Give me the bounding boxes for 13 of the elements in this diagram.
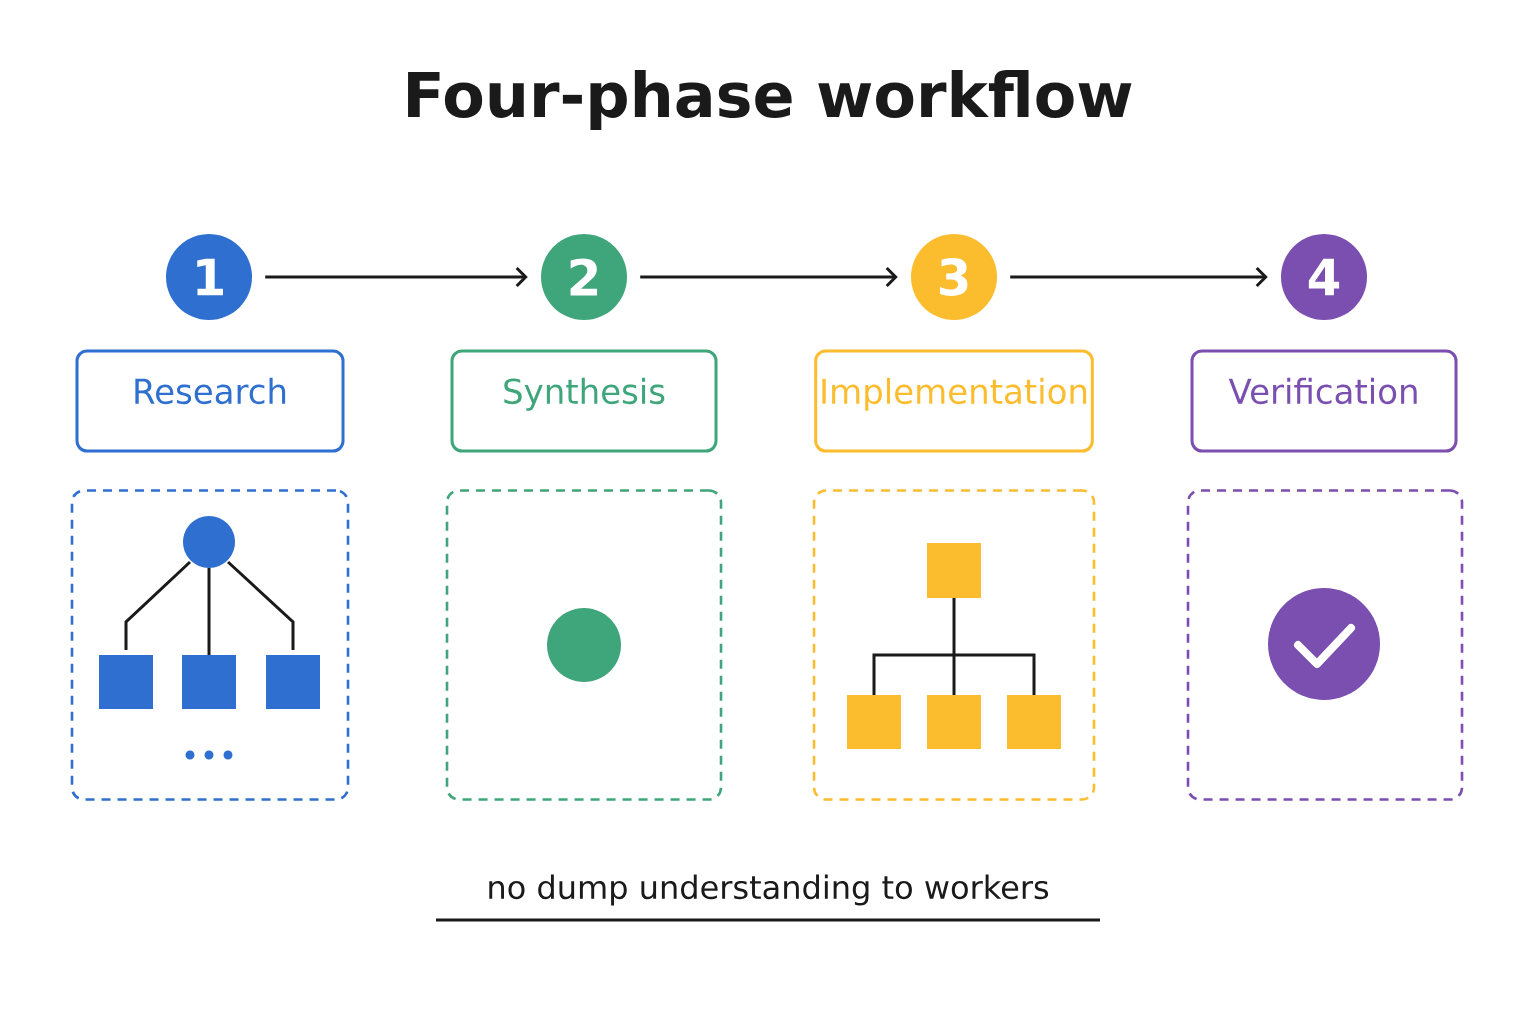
arrow xyxy=(640,266,898,288)
phase-box: Implementation xyxy=(814,349,1094,453)
caption: no dump understanding to workers xyxy=(436,874,1100,922)
dashed-panel xyxy=(70,489,350,801)
arrow xyxy=(1010,266,1268,288)
title: Four-phase workflow xyxy=(408,70,1132,130)
dashed-panel xyxy=(812,489,1096,801)
phase-box: Verification xyxy=(1190,349,1458,453)
dashed-panel xyxy=(1186,489,1464,801)
arrow xyxy=(265,266,528,288)
phase-box: Synthesis xyxy=(450,349,718,453)
dashed-panel xyxy=(445,489,723,801)
phase-box: Research xyxy=(75,349,345,453)
